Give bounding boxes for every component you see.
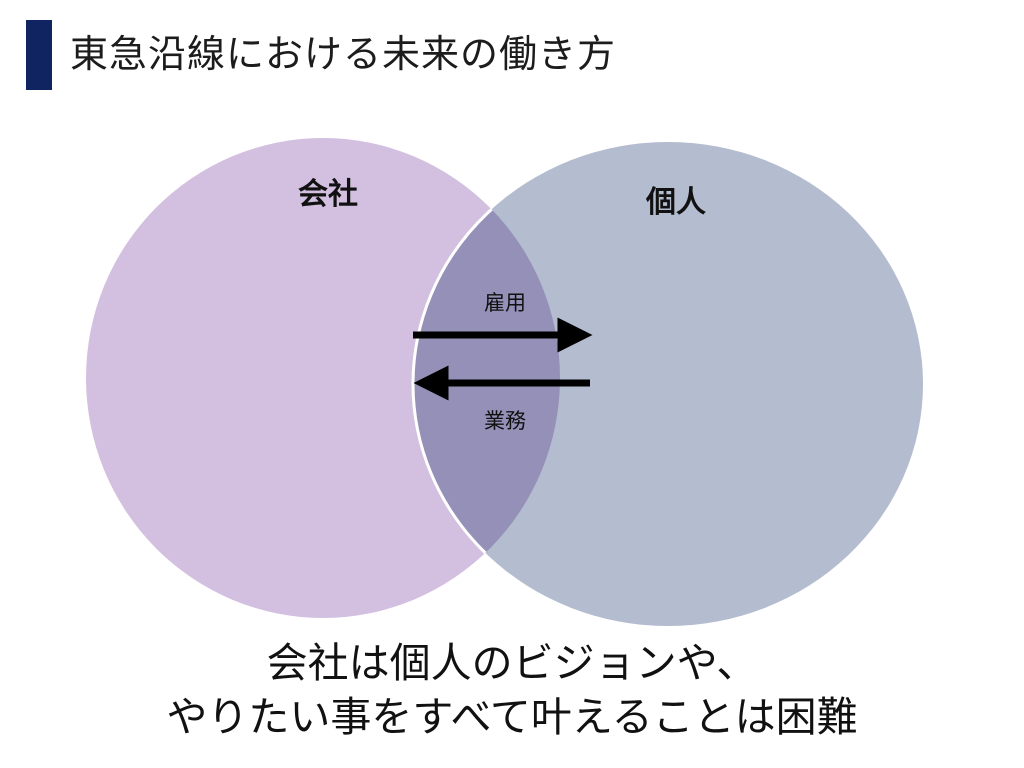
work-label: 業務 [484,409,526,433]
caption: 会社は個人のビジョンや、 やりたい事をすべて叶えることは困難 [0,636,1024,744]
individual-circle [413,142,923,626]
employment-label: 雇用 [484,291,526,315]
page-title: 東急沿線における未来の働き方 [70,32,617,76]
individual-label: 個人 [645,185,706,220]
caption-line-1: 会社は個人のビジョンや、 [266,639,758,687]
overlap-border [411,140,560,618]
caption-line-2: やりたい事をすべて叶えることは困難 [166,693,858,741]
company-label: 会社 [298,177,358,212]
title-accent-bar [26,20,52,90]
